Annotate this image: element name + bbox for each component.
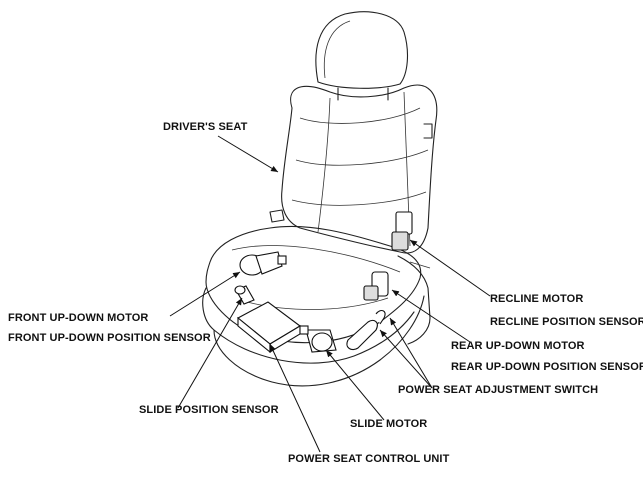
leader-power-seat-control-unit — [269, 343, 321, 453]
label-slide-position-sensor: SLIDE POSITION SENSOR — [139, 404, 279, 416]
label-rear-up-down-position-sensor: REAR UP-DOWN POSITION SENSOR — [451, 361, 643, 373]
label-recline-motor: RECLINE MOTOR — [490, 293, 584, 305]
leader-recline-motor — [409, 239, 491, 297]
label-front-up-down-motor: FRONT UP-DOWN MOTOR — [8, 312, 149, 324]
power-seat-control-unit — [237, 301, 301, 354]
recline-motor — [391, 211, 413, 251]
leader-slide-motor — [325, 349, 385, 421]
label-power-seat-adjustment-switch: POWER SEAT ADJUSTMENT SWITCH — [398, 384, 599, 396]
leader-lines — [169, 135, 491, 453]
label-front-up-down-position-sensor: FRONT UP-DOWN POSITION SENSOR — [8, 332, 211, 344]
seatback — [281, 84, 438, 254]
label-rear-up-down-motor: REAR UP-DOWN MOTOR — [451, 340, 585, 352]
slide-motor — [299, 325, 337, 353]
label-drivers-seat: DRIVER'S SEAT — [163, 121, 248, 133]
leader-adjustment-switch-1 — [379, 329, 433, 389]
label-power-seat-control-unit: POWER SEAT CONTROL UNIT — [288, 453, 450, 465]
label-slide-motor: SLIDE MOTOR — [350, 418, 428, 430]
label-recline-position-sensor: RECLINE POSITION SENSOR — [490, 316, 643, 328]
leader-rear-up-down-motor — [391, 289, 471, 343]
leader-adjustment-switch-2 — [389, 317, 433, 389]
front-up-down-position-sensor — [234, 285, 255, 305]
seat-cushion — [202, 225, 425, 387]
power-seat-adjustment-switch — [346, 309, 386, 351]
leader-slide-position-sensor — [177, 297, 243, 409]
leader-drivers-seat — [217, 135, 279, 173]
rear-up-down-motor — [363, 271, 389, 301]
headrest — [315, 11, 409, 101]
seat-base — [269, 209, 431, 345]
leader-front-up-down-motor — [169, 271, 241, 317]
front-up-down-motor — [239, 251, 287, 276]
